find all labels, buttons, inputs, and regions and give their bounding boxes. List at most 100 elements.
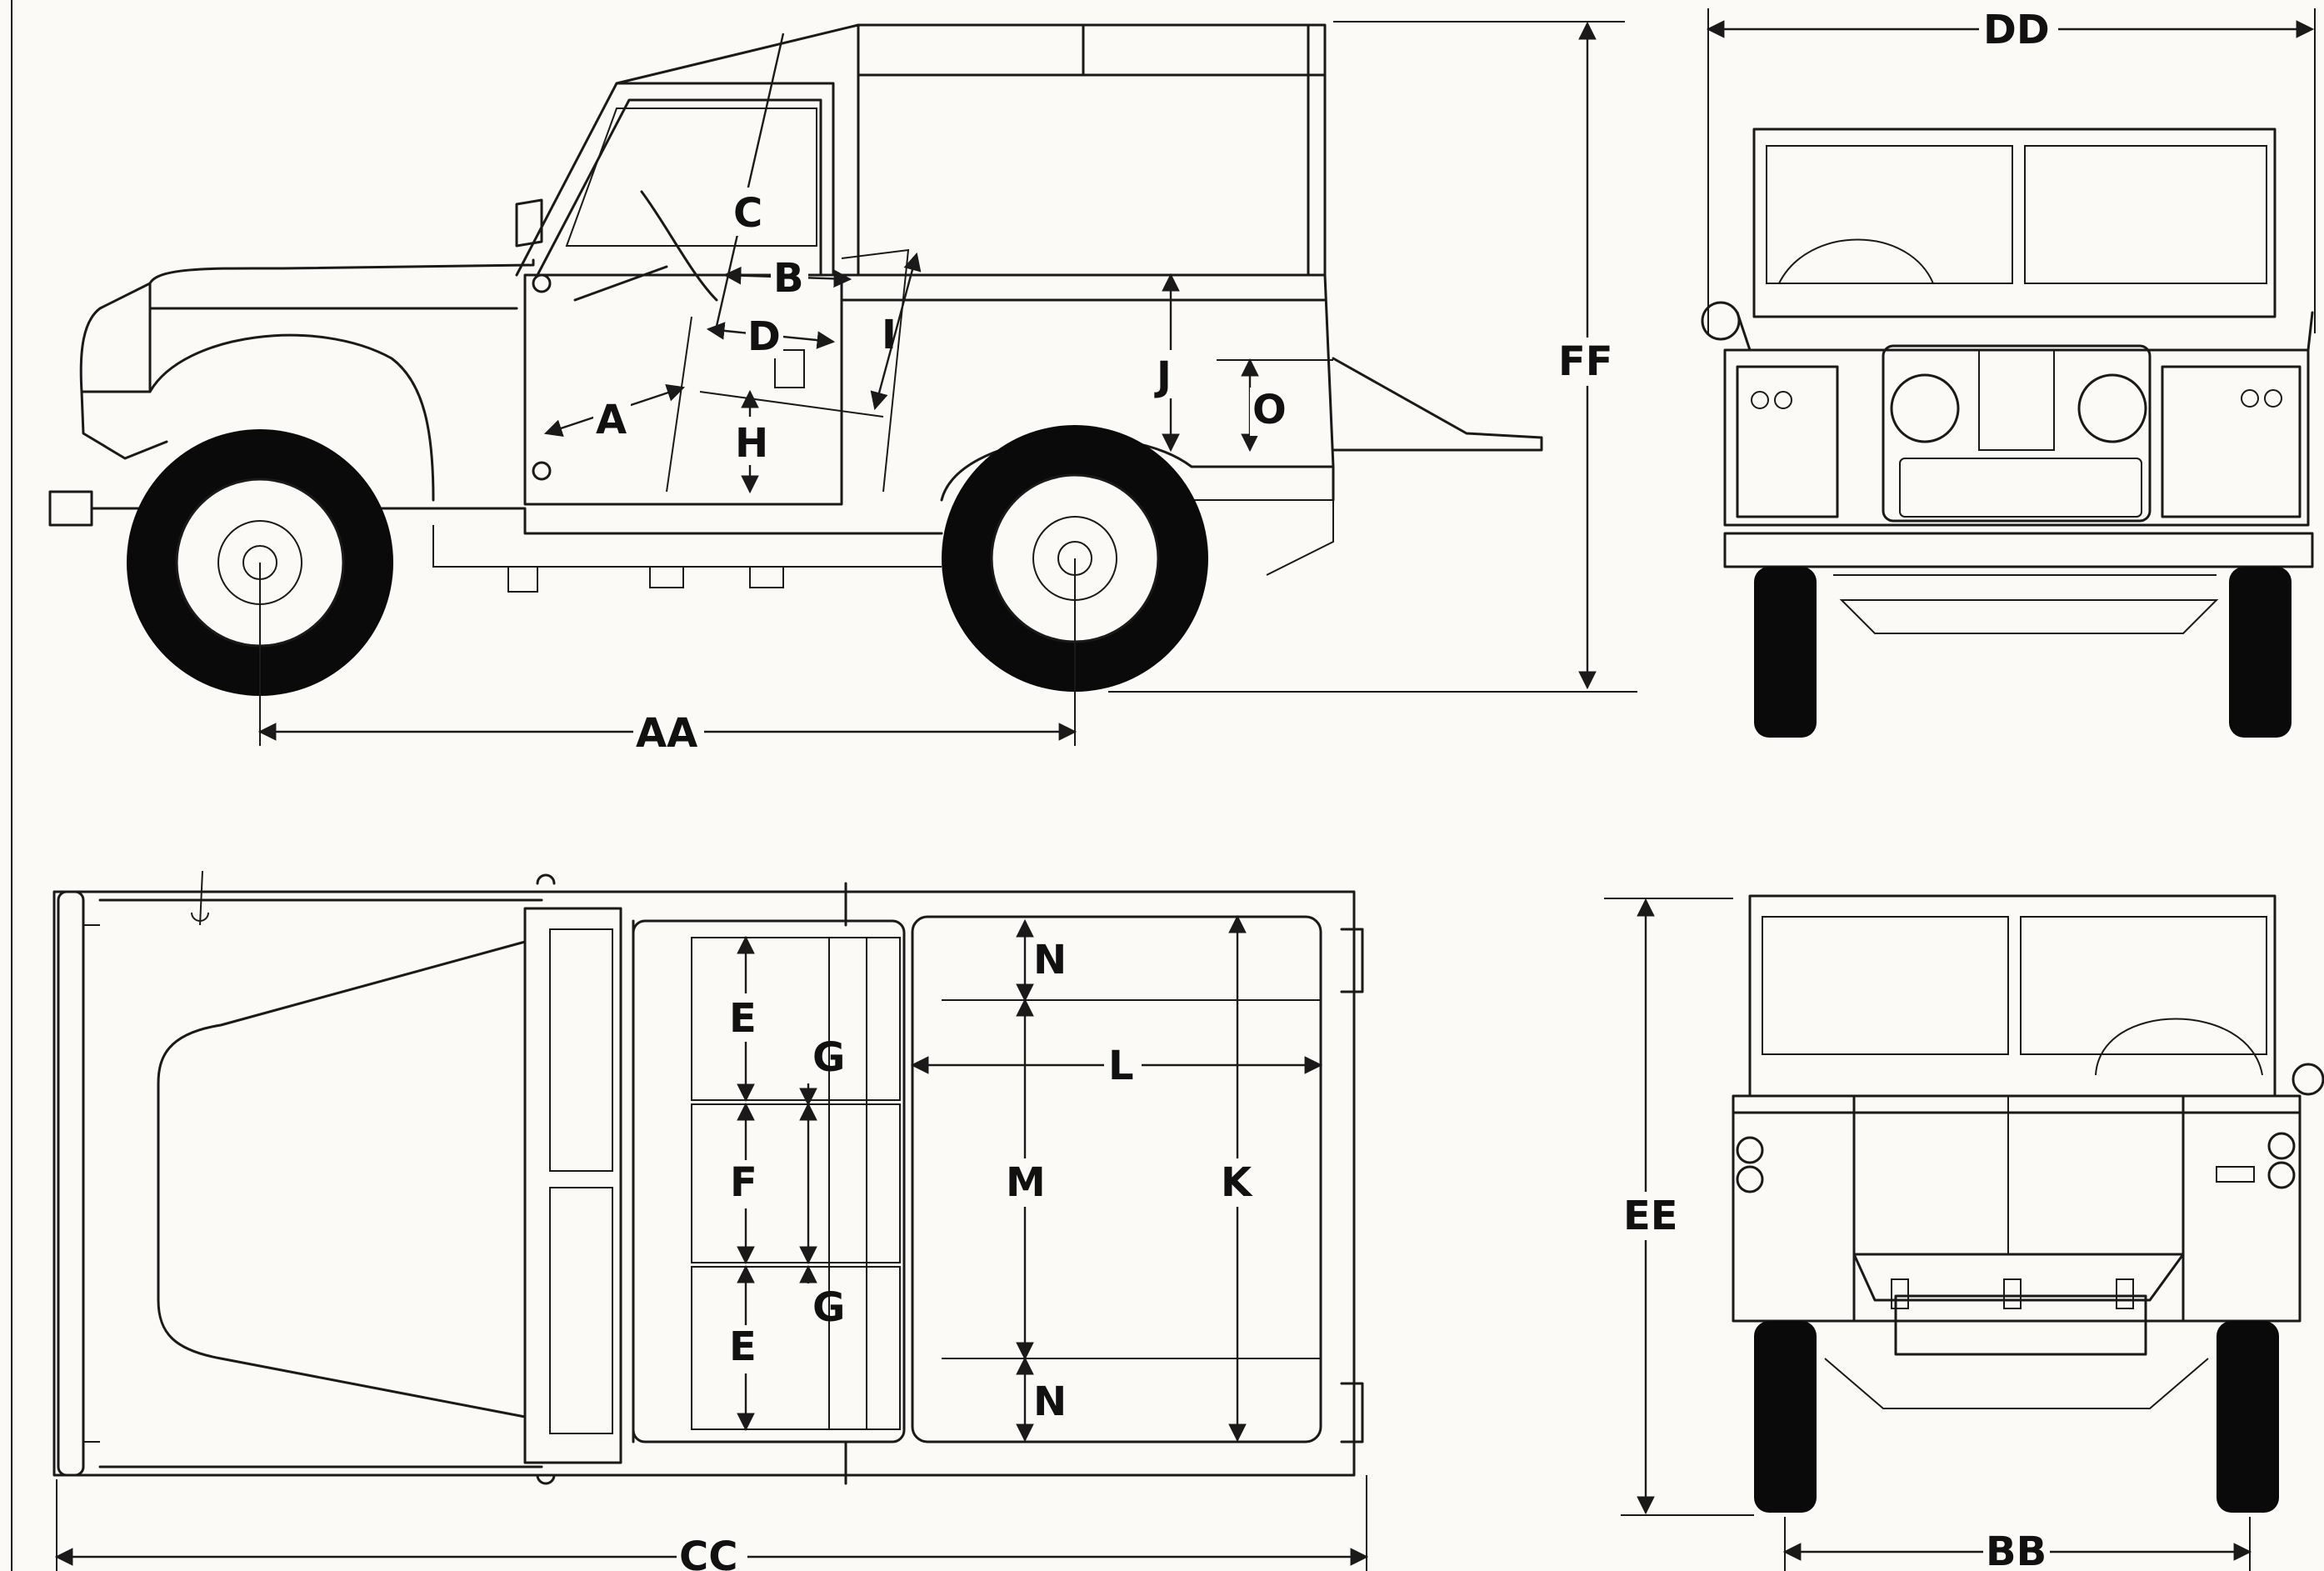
label-k: K — [1221, 1159, 1253, 1206]
label-aa: AA — [636, 710, 697, 757]
top-hinges — [536, 873, 556, 1485]
front-wing-left — [1736, 365, 1839, 518]
side-roof — [615, 23, 1327, 277]
rear-window-right — [2020, 916, 2267, 1055]
rear-step — [1852, 1253, 2185, 1302]
top-windscreen — [523, 907, 622, 1464]
front-view — [1701, 128, 2314, 738]
label-e-bottom: E — [729, 1323, 757, 1370]
side-front-wheel — [127, 429, 393, 696]
front-wing-right — [2161, 365, 2302, 518]
top-front-bumper — [57, 890, 85, 1477]
rear-cab-top — [1748, 894, 2277, 1098]
side-steering-column — [573, 265, 668, 302]
front-windscreen-right — [2024, 145, 2267, 284]
front-bumper — [1723, 532, 2314, 568]
rear-hitch-3 — [2116, 1278, 2134, 1309]
rear-lamp-right-2 — [2267, 1161, 2296, 1189]
side-front-nose — [79, 282, 168, 460]
dim-ext-h — [699, 391, 884, 418]
front-tyre-right — [2229, 567, 2292, 738]
label-cc: CC — [679, 1533, 737, 1571]
top-seat-2 — [691, 1103, 901, 1263]
side-chassis-detail — [507, 566, 538, 593]
front-headlamp-left — [1890, 373, 1960, 443]
label-dd: DD — [1983, 7, 2050, 53]
front-body — [1723, 348, 2310, 527]
side-front-bumper — [48, 490, 93, 527]
front-axle — [1833, 574, 2219, 634]
label-h: H — [735, 420, 768, 467]
rear-view — [1732, 894, 2324, 1513]
label-a: A — [596, 397, 627, 443]
rear-lamp-right-1 — [2267, 1132, 2296, 1160]
label-ff: FF — [1558, 338, 1613, 385]
side-hood-top — [148, 258, 535, 285]
front-sidelamp-right-2 — [2264, 389, 2282, 408]
front-sidelamp-left-2 — [1774, 391, 1792, 409]
label-f: F — [730, 1159, 757, 1206]
side-rear-body — [840, 273, 1335, 502]
top-rear-lamps — [1340, 928, 1364, 1443]
label-b: B — [773, 255, 804, 302]
side-mirror — [515, 198, 543, 248]
top-dimensions — [54, 914, 1369, 1571]
dimension-labels: C B D I A H J O AA FF DD E G F G E N M N… — [593, 7, 2058, 1571]
rear-tyre-right — [2217, 1321, 2279, 1513]
top-seat-1 — [691, 937, 901, 1101]
side-hinge-bottom — [532, 461, 552, 481]
label-g-bottom: G — [812, 1284, 845, 1331]
rear-lamp-left-1 — [1736, 1136, 1764, 1164]
side-tow-hitch — [1332, 357, 1543, 452]
side-window — [565, 108, 817, 247]
label-i: I — [882, 312, 897, 358]
label-g-top: G — [812, 1034, 845, 1081]
top-bonnet — [157, 940, 527, 1418]
side-hinge-top — [532, 273, 552, 293]
top-load-bay — [911, 915, 1322, 1443]
label-j: J — [1154, 353, 1172, 400]
label-n-top: N — [1033, 937, 1067, 983]
rear-hitch-2 — [2003, 1278, 2022, 1309]
rear-dimensions — [1604, 898, 2252, 1571]
label-e-top: E — [729, 995, 757, 1042]
front-grille-surround — [1882, 344, 2152, 523]
rear-window-left — [1762, 916, 2009, 1055]
side-windscreen-inner — [536, 98, 822, 277]
rear-body — [1732, 1094, 2302, 1323]
front-steering-wheel — [1778, 238, 1934, 284]
rear-axle — [1824, 1358, 2209, 1409]
top-seat-area — [632, 919, 906, 1443]
label-m: M — [1006, 1159, 1046, 1206]
front-grille-lower — [1899, 458, 2142, 518]
rear-hitch-1 — [1891, 1278, 1909, 1309]
top-wing-edges — [98, 898, 543, 1468]
front-bonnet-line — [1736, 311, 2314, 352]
side-door — [523, 273, 843, 506]
label-o: O — [1252, 387, 1287, 433]
front-grille-centre — [1978, 349, 2055, 451]
dim-line-i — [870, 252, 922, 411]
top-windscreen-pane-1 — [549, 928, 613, 1172]
rear-steering-wheel — [2095, 1018, 2263, 1076]
rear-tyre-left — [1754, 1321, 1817, 1513]
top-seat-3 — [691, 1266, 901, 1430]
side-seat-control — [774, 349, 805, 388]
rear-plate-lamp — [2216, 1166, 2255, 1183]
side-windscreen-frame — [515, 82, 835, 277]
front-cab-top — [1752, 128, 2277, 318]
front-sidelamp-left-1 — [1751, 391, 1769, 409]
side-chassis-detail-2 — [649, 566, 684, 588]
rear-tailgate — [1852, 1094, 2185, 1323]
top-aerial — [191, 870, 209, 926]
label-n-bottom: N — [1033, 1378, 1067, 1425]
side-front-fender — [80, 333, 435, 502]
front-tyre-left — [1754, 567, 1817, 738]
front-windscreen-left — [1766, 145, 2013, 284]
top-outline — [52, 890, 1356, 1477]
side-chassis-detail-3 — [749, 566, 784, 588]
front-sidelamp-right-1 — [2241, 389, 2259, 408]
side-steering-wheel — [640, 190, 718, 302]
